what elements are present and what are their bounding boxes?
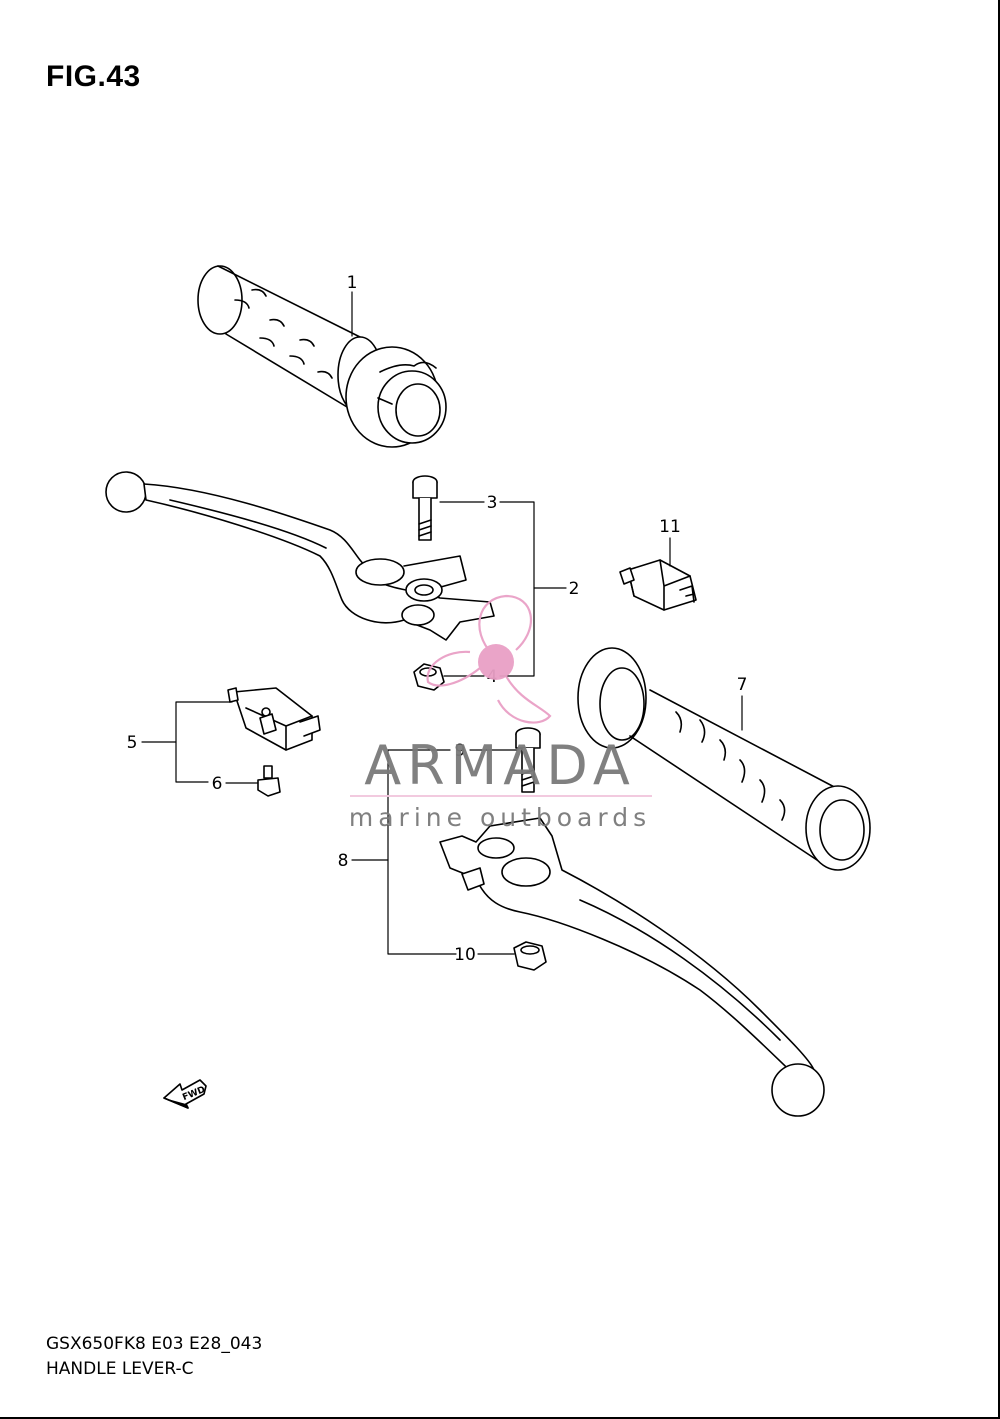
callout-3: 3	[487, 493, 498, 513]
clutch-switch	[227, 687, 321, 751]
bracket-5	[175, 701, 233, 783]
callout-5: 5	[127, 733, 138, 753]
propeller-logo-icon	[426, 594, 552, 724]
model-code: GSX650FK8 E03 E28_043	[46, 1334, 263, 1354]
front-stop-switch	[619, 559, 697, 611]
callout-2: 2	[569, 579, 580, 599]
left-grip	[197, 265, 447, 448]
callout-10: 10	[454, 945, 476, 965]
callout-6: 6	[212, 774, 223, 794]
switch-screw	[257, 765, 281, 797]
callout-1: 1	[347, 273, 358, 293]
watermark-brand: ARMADA	[364, 734, 636, 797]
brake-pivot-bolt	[515, 727, 541, 793]
right-grip	[577, 647, 871, 871]
callout-9: 9	[455, 741, 466, 761]
callout-11: 11	[659, 517, 681, 537]
brake-lever	[439, 817, 825, 1117]
callout-8: 8	[338, 851, 349, 871]
bracket-2	[499, 501, 535, 677]
fwd-arrow-icon	[163, 1079, 207, 1109]
watermark-tagline: marine outboards	[349, 803, 651, 832]
clutch-lever	[105, 471, 495, 641]
armada-watermark: ARMADA marine outboards	[349, 594, 652, 832]
brake-lever-nut	[513, 941, 547, 971]
figure-title: FIG.43	[46, 60, 141, 93]
pivot-bolt	[412, 475, 438, 541]
callout-7: 7	[737, 675, 748, 695]
bracket-8	[387, 749, 457, 955]
section-name: HANDLE LEVER-C	[46, 1359, 194, 1379]
